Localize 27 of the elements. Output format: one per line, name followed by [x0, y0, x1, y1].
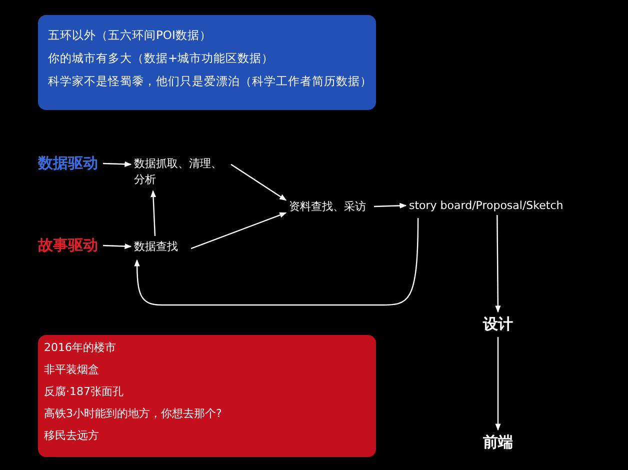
arrow: [102, 243, 132, 250]
stage-label: 设计: [482, 315, 514, 334]
topic-text: 移民去远方: [44, 428, 100, 443]
topic-text: 反腐·187张面孔: [44, 384, 124, 399]
stage-label: 前端: [482, 433, 514, 452]
topic-text: 高铁3小时能到的地方，你想去那个?: [44, 406, 223, 421]
category-label: 故事驱动: [38, 236, 99, 255]
info-panel: [38, 15, 376, 110]
arrow: [230, 164, 287, 201]
arrow: [190, 212, 287, 250]
process-step: 数据抓取、清理、分析: [134, 156, 228, 188]
process-step: 资料查找、采访: [289, 199, 371, 214]
topic-text: 你的城市有多大（数据+城市功能区数据）: [48, 51, 275, 66]
topic-text: 2016年的楼市: [44, 340, 117, 355]
arrow: [495, 215, 501, 313]
topic-text: 非平装烟盒: [44, 362, 100, 377]
arrow: [495, 337, 501, 431]
arrow: [102, 161, 132, 167]
info-panel: [38, 335, 376, 457]
process-step: 数据查找: [134, 239, 188, 254]
topic-text: 五环以外（五六环间POI数据）: [48, 28, 212, 43]
arrow: [150, 190, 156, 236]
arrow: [134, 218, 419, 306]
arrow: [374, 202, 407, 208]
category-label: 数据驱动: [38, 154, 99, 173]
topic-text: 科学家不是怪蜀黍，他们只是爱漂泊（科学工作者简历数据）: [48, 74, 366, 89]
process-step: story board/Proposal/Sketch: [409, 199, 575, 212]
